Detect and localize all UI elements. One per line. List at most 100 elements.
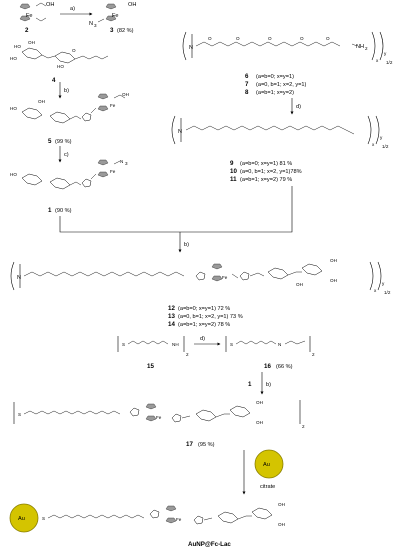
structure-label: HO — [14, 44, 21, 49]
structure-label: (66 %) — [276, 364, 293, 370]
structure-label: S — [18, 412, 21, 417]
reagent-1-label: 1 — [248, 381, 252, 388]
gold-sphere-icon — [9, 503, 39, 533]
structure-label: N — [189, 45, 193, 51]
fe-atom: Fe — [26, 13, 33, 19]
structure-label: 6 — [245, 73, 249, 80]
structure-label: Fe — [110, 169, 116, 174]
structure-label: OH — [278, 522, 285, 527]
structure-label: Fe — [110, 103, 116, 108]
step-d2-label: d) — [200, 336, 205, 342]
compound-5: Fe OH HO OH 5 (99 %) — [10, 92, 129, 145]
compound-17: S Fe OH OH 2 17 (95 %) — [13, 400, 305, 448]
structure-label: (a=b=0; x=y=1) 72 % — [178, 306, 230, 312]
structure-label: y — [382, 281, 385, 286]
step-b1-label: b) — [64, 88, 69, 94]
compound-16: S N 2 16 (66 %) — [225, 336, 315, 370]
compound-3-number: 3 — [110, 27, 114, 34]
structure-label: OH — [256, 400, 263, 405]
compound-1-number: 1 — [48, 207, 52, 214]
structure-label: OH — [128, 2, 136, 8]
structure-label: Fe — [222, 275, 228, 280]
structure-label: O — [208, 36, 212, 41]
gold-sphere-icon — [254, 449, 284, 479]
structure-label: Fe — [156, 415, 162, 420]
merge-connector — [59, 186, 293, 233]
structure-label: 12 — [168, 305, 175, 312]
structure-label: N — [17, 275, 21, 281]
structure-label: 11 — [230, 176, 237, 183]
structure-label: (a=b=1; x=y=2) 78 % — [178, 322, 230, 328]
step-c-label: c) — [64, 152, 69, 158]
compound-5-yield: (99 %) — [55, 139, 72, 145]
structure-label: Au — [18, 516, 25, 522]
structure-label: 9 — [230, 160, 234, 167]
structure-label: OH — [122, 92, 129, 97]
structure-label: HO — [10, 172, 17, 177]
nh2-label: NH — [356, 44, 364, 50]
structure-label: (95 %) — [198, 442, 215, 448]
structure-label: (a=0, b=1; x=2, y=1) 73 % — [178, 314, 243, 320]
structure-label: 2 — [365, 46, 368, 51]
structure-label: Fe — [176, 517, 182, 522]
structure-label: N — [178, 129, 182, 135]
product-label: AuNP@Fc-Lac — [188, 541, 231, 548]
structure-label: OH — [28, 40, 35, 45]
structure-label: O — [236, 36, 240, 41]
structure-label: N — [120, 159, 123, 164]
structure-label: (a=0, b=1; x=2, y=1)78% — [240, 169, 302, 175]
compound-15: S NH 2 15 — [117, 336, 189, 370]
compound-1-yield: (90 %) — [55, 208, 72, 214]
structure-label: citrate — [260, 484, 275, 490]
structure-label: (a=b=1; x=y=2) — [256, 90, 294, 96]
structure-label: 1/2 — [386, 60, 393, 65]
structure-label: Au — [263, 462, 270, 468]
structure-label: 2 — [312, 352, 315, 357]
structure-label: OH — [330, 258, 337, 263]
n3-atom: N — [89, 21, 93, 27]
structure-label: 1/2 — [382, 144, 389, 149]
step-b2-label: b) — [184, 242, 189, 248]
structure-label: HO — [10, 56, 17, 61]
compound-1: Fe N 3 HO 1 (90 %) — [10, 159, 128, 214]
structure-label: 3 — [94, 23, 97, 28]
compound-9-10-11: N x y 1/2 9 (a=b=0; x=y=1) 81 % 10 (a=0,… — [171, 115, 389, 183]
structure-label: OH — [278, 502, 285, 507]
structure-label: 2 — [302, 424, 305, 429]
structure-label: O — [72, 48, 76, 53]
structure-label: OH — [38, 99, 45, 104]
compound-12-13-14: N Fe OH OH OH x y 1/2 12 (a=b=0; x=y=1) … — [10, 258, 391, 328]
structure-label: HO — [57, 64, 64, 69]
product-aunp-fc-lac: Au S Fe OH OH AuNP@Fc-Lac — [9, 502, 285, 548]
structure-label: y — [380, 135, 383, 140]
compound-4-number: 4 — [52, 77, 56, 84]
gold-nanoparticle-citrate: Au citrate — [254, 449, 284, 490]
structure-label: 8 — [245, 89, 249, 96]
structure-label: HO — [10, 106, 17, 111]
structure-label: Fe — [112, 13, 119, 19]
compound-2: Fe OH 2 — [19, 2, 54, 34]
structure-label: 17 — [186, 441, 193, 448]
structure-label: 14 — [168, 321, 175, 328]
compound-3: N 3 Fe OH 3 (82 %) — [89, 2, 136, 34]
structure-label: (a=0, b=1; x=2, y=1) — [256, 82, 307, 88]
structure-label: O — [300, 36, 304, 41]
structure-label: S — [122, 342, 125, 347]
structure-label: N — [278, 342, 281, 347]
structure-label: x — [372, 142, 375, 147]
structure-label: 16 — [264, 363, 271, 370]
structure-label: 10 — [230, 168, 237, 175]
structure-label: y — [384, 51, 387, 56]
structure-label: OH — [330, 278, 337, 283]
structure-label: x — [374, 288, 377, 293]
structure-label: 7 — [245, 81, 249, 88]
structure-label: 3 — [125, 161, 128, 166]
structure-label: (a=b=1; x=y=2) 79 % — [240, 177, 292, 183]
structure-label: 2 — [186, 352, 189, 357]
structure-label: NH — [172, 342, 179, 347]
compound-5-number: 5 — [48, 138, 52, 145]
structure-label: OH — [256, 420, 263, 425]
structure-label: x — [376, 58, 379, 63]
oh-label: OH — [46, 2, 54, 8]
